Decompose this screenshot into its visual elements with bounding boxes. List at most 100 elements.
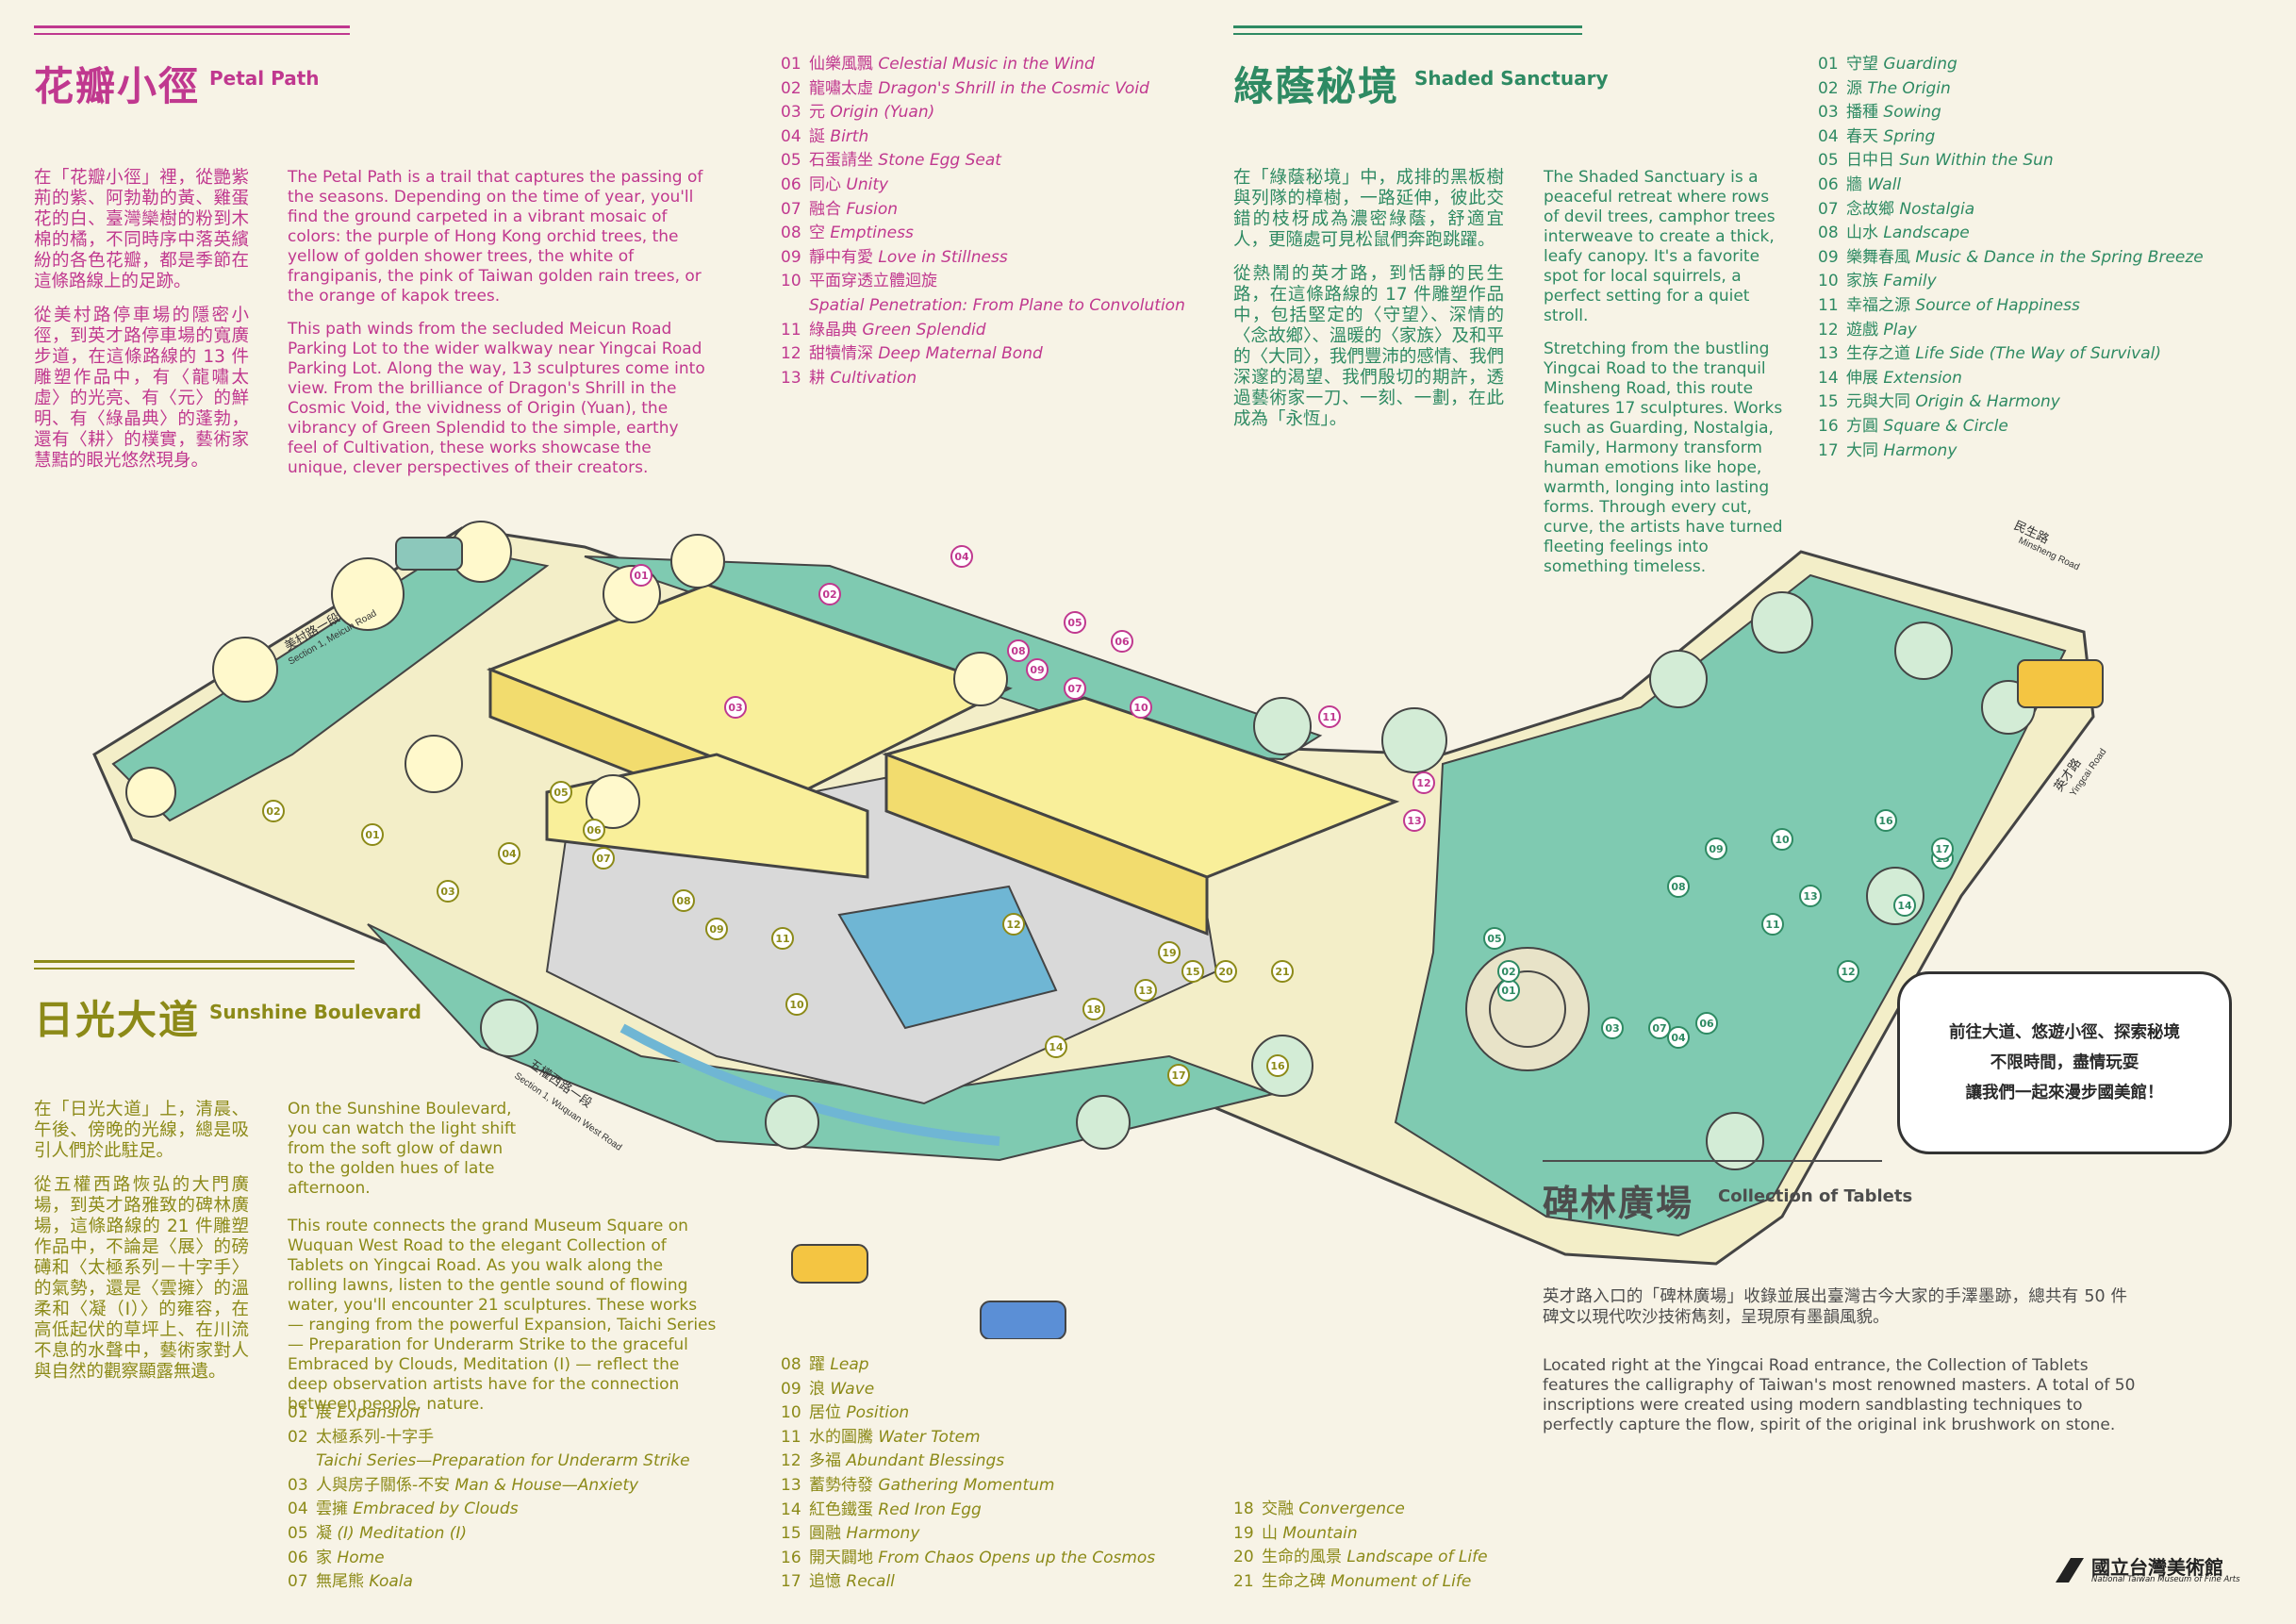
sculpture-marker[interactable]	[437, 880, 459, 903]
sculpture-marker[interactable]	[950, 545, 973, 568]
sculpture-marker-label: 17	[1171, 1069, 1185, 1082]
sculpture-marker[interactable]	[1497, 960, 1520, 983]
tree	[1253, 697, 1312, 755]
sculpture-marker[interactable]	[361, 823, 384, 846]
sculpture-marker[interactable]	[1667, 875, 1690, 898]
sculpture-marker-label: 10	[1133, 702, 1148, 714]
shaded-en-title: Shaded Sanctuary	[1414, 67, 1609, 90]
sculpture-marker[interactable]	[1318, 705, 1341, 728]
sculpture-marker-label: 08	[676, 895, 690, 907]
sculpture-marker[interactable]	[818, 583, 841, 605]
sculpture-marker[interactable]	[1601, 1017, 1624, 1039]
sunshine-title-rule	[34, 960, 355, 963]
sculpture-marker[interactable]	[771, 927, 794, 950]
sculpture-marker[interactable]	[1045, 1036, 1067, 1058]
sculpture-marker[interactable]	[592, 847, 615, 870]
petal-en-title: Petal Path	[209, 67, 320, 90]
sculpture-marker-label: 01	[365, 829, 379, 841]
sculpture-marker[interactable]	[1026, 658, 1049, 681]
tree	[1381, 707, 1447, 773]
sculpture-marker[interactable]	[1130, 696, 1152, 719]
sculpture-marker[interactable]	[1111, 630, 1133, 653]
sunshine-title-rule-thin	[34, 968, 355, 969]
sculpture-marker[interactable]	[785, 993, 808, 1016]
sculpture-marker[interactable]	[630, 564, 652, 587]
sculpture-marker[interactable]	[498, 842, 520, 865]
sculpture-marker-label: 11	[1322, 711, 1336, 723]
museum-map: 美村路一段 Section 1, Meicun Road 五權西路一段 Sect…	[92, 518, 2108, 1339]
sculpture-marker-label: 03	[728, 702, 742, 714]
sculpture-marker[interactable]	[1266, 1054, 1289, 1077]
sculpture-marker[interactable]	[1648, 1017, 1671, 1039]
sculpture-marker[interactable]	[1799, 885, 1822, 907]
sculpture-marker-label: 09	[1709, 843, 1723, 855]
sunshine-en-p2: This route connects the grand Museum Squ…	[288, 1217, 717, 1414]
shaded-zh-p1: 在「綠蔭秘境」中，成排的黑板樹與列隊的樟樹，一路延伸，彼此交錯的枝枒成為濃密綠蔭…	[1233, 168, 1504, 250]
shaded-title-rule	[1233, 25, 1582, 28]
sculpture-marker[interactable]	[1403, 809, 1426, 832]
sculpture-marker[interactable]	[1667, 1026, 1690, 1049]
sculpture-marker-label: 01	[634, 570, 648, 582]
sunshine-zh-p2: 從五權西路恢弘的大門廣場，到英才路雅致的碑林廣場，這條路線的 21 件雕塑作品中…	[34, 1175, 249, 1382]
sculpture-marker-label: 12	[1416, 777, 1430, 789]
shaded-zh-text: 在「綠蔭秘境」中，成排的黑板樹與列隊的樟樹，一路延伸，彼此交錯的枝枒成為濃密綠蔭…	[1233, 168, 1504, 443]
sculpture-marker[interactable]	[1214, 960, 1237, 983]
sculpture-marker[interactable]	[262, 800, 285, 822]
shaded-en-p1: The Shaded Sanctuary is a peaceful retre…	[1544, 168, 1776, 325]
sculpture-marker[interactable]	[1002, 913, 1025, 936]
sculpture-marker[interactable]	[1412, 771, 1435, 794]
tree	[1076, 1095, 1131, 1150]
sunshine-zh-title: 日光大道	[34, 997, 201, 1043]
museum-logo-icon	[2056, 1558, 2084, 1583]
shaded-en-text: The Shaded Sanctuary is a peaceful retre…	[1544, 168, 1784, 590]
sculpture-marker[interactable]	[1695, 1012, 1718, 1035]
sculpture-marker[interactable]	[1483, 927, 1506, 950]
sculpture-marker[interactable]	[705, 918, 728, 940]
petal-en-p2: This path winds from the secluded Meicun…	[288, 320, 705, 477]
sunshine-zh-text: 在「日光大道」上，清晨、午後、傍晚的光線，總是吸引人們於此駐足。 從五權西路恢弘…	[34, 1100, 249, 1396]
sculpture-marker[interactable]	[583, 819, 605, 841]
sculpture-marker[interactable]	[1158, 941, 1181, 964]
sculpture-marker[interactable]	[1837, 960, 1859, 983]
tree	[1649, 650, 1708, 708]
bubble-line-2: 不限時間，盡情玩耍	[1990, 1053, 2139, 1072]
sculpture-marker[interactable]	[1705, 837, 1727, 860]
sculpture-marker[interactable]	[1893, 894, 1916, 917]
sculpture-marker[interactable]	[1007, 639, 1030, 662]
petal-zh-title: 花瓣小徑	[34, 63, 201, 109]
sculpture-marker[interactable]	[1761, 913, 1784, 936]
sculpture-marker[interactable]	[1167, 1064, 1190, 1086]
sculpture-marker[interactable]	[1064, 677, 1086, 700]
sculpture-marker[interactable]	[1134, 979, 1157, 1002]
sculpture-marker[interactable]	[1271, 960, 1294, 983]
sculpture-marker-label: 13	[1407, 815, 1421, 827]
sculpture-marker[interactable]	[1875, 809, 1897, 832]
tree	[125, 767, 176, 818]
sculpture-marker[interactable]	[1082, 998, 1105, 1020]
sculpture-marker[interactable]	[1771, 828, 1793, 851]
sculpture-marker[interactable]	[550, 781, 572, 804]
sculpture-marker[interactable]	[1931, 837, 1954, 860]
sculpture-marker[interactable]	[1064, 611, 1086, 634]
sculpture-marker[interactable]	[724, 696, 747, 719]
tree	[953, 652, 1008, 706]
sculpture-marker[interactable]	[1181, 960, 1204, 983]
petal-en-text: The Petal Path is a trail that captures …	[288, 168, 712, 491]
sculpture-marker[interactable]	[672, 889, 695, 912]
shaded-zh-p2: 從熱鬧的英才路，到恬靜的民生路，在這條路線的 17 件雕塑作品中，包括堅定的〈守…	[1233, 264, 1504, 429]
